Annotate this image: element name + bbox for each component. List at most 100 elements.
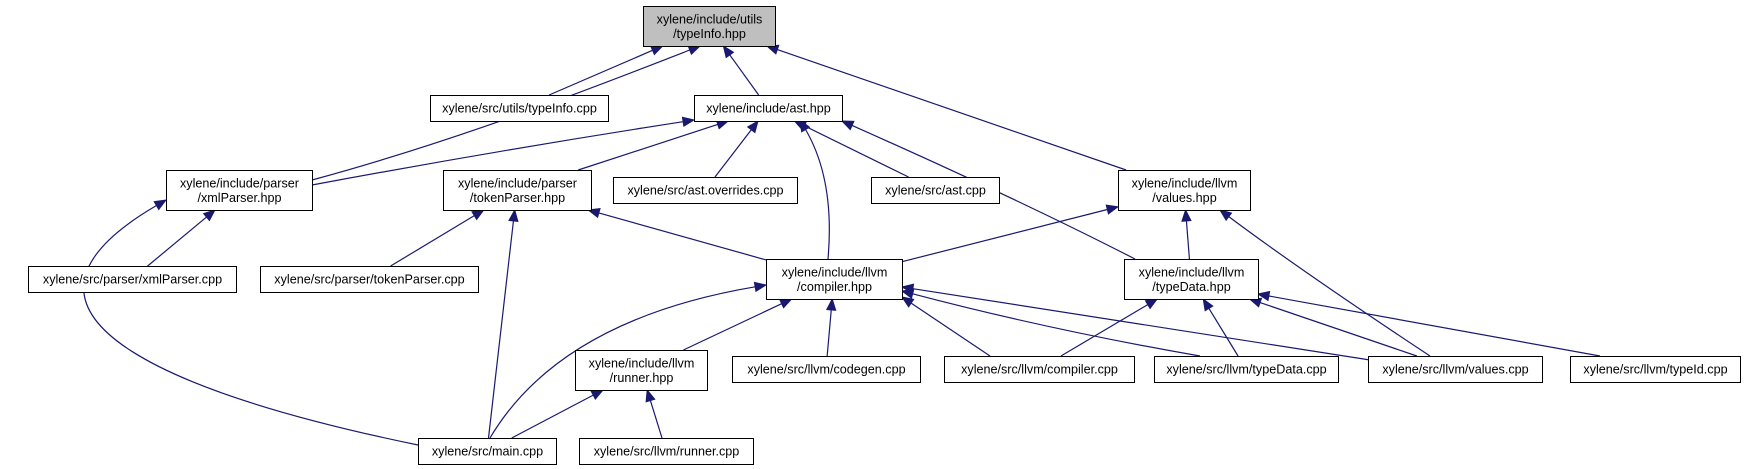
edge-xmlparser_cpp-to-xmlparser_hpp bbox=[147, 209, 216, 267]
node-ast-hpp[interactable]: xylene/include/ast.hpp bbox=[694, 95, 843, 122]
node-label-line: xylene/include/utils bbox=[657, 12, 763, 26]
node-box[interactable] bbox=[575, 350, 708, 391]
node-label-line: xylene/include/llvm bbox=[782, 265, 888, 279]
node-typeid-cpp[interactable]: xylene/src/llvm/typeId.cpp bbox=[1570, 356, 1741, 383]
arrowhead bbox=[508, 208, 519, 223]
edge-line bbox=[826, 309, 832, 357]
edge-line bbox=[714, 129, 752, 178]
node-box[interactable] bbox=[430, 95, 609, 122]
node-typedata-cpp[interactable]: xylene/src/llvm/typeData.cpp bbox=[1154, 356, 1339, 383]
node-main-cpp[interactable]: xylene/src/main.cpp bbox=[418, 438, 557, 465]
arrowhead bbox=[900, 296, 915, 308]
node-label-line: xylene/src/ast.cpp bbox=[885, 184, 986, 198]
node-label-line: /values.hpp bbox=[1152, 191, 1216, 205]
node-runner-cpp[interactable]: xylene/src/llvm/runner.cpp bbox=[579, 438, 754, 465]
node-label-line: /typeInfo.hpp bbox=[673, 27, 746, 41]
node-box[interactable] bbox=[166, 170, 313, 211]
edge-line bbox=[777, 49, 1127, 171]
node-label-line: xylene/src/llvm/compiler.cpp bbox=[961, 363, 1118, 377]
node-values-cpp[interactable]: xylene/src/llvm/values.cpp bbox=[1368, 356, 1543, 383]
edge-codegen_cpp-to-compiler_hpp bbox=[825, 297, 837, 357]
arrowhead bbox=[825, 297, 837, 311]
node-ast-overrides-cpp[interactable]: xylene/src/ast.overrides.cpp bbox=[613, 177, 798, 204]
node-codegen-cpp[interactable]: xylene/src/llvm/codegen.cpp bbox=[732, 356, 921, 383]
edge-tokenparser_hpp-to-ast_hpp bbox=[578, 119, 730, 171]
node-label-line: xylene/src/parser/tokenParser.cpp bbox=[274, 273, 464, 287]
edge-line bbox=[489, 286, 756, 439]
edge-ast_hpp-to-typeinfo_hpp bbox=[722, 44, 760, 96]
node-label-line: xylene/src/llvm/runner.cpp bbox=[594, 445, 740, 459]
edge-layer bbox=[83, 44, 1601, 446]
edge-line bbox=[311, 121, 684, 186]
arrowhead bbox=[722, 44, 735, 59]
edge-ast_overrides_cpp-to-ast_hpp bbox=[714, 119, 759, 178]
node-box[interactable] bbox=[579, 438, 754, 465]
node-box[interactable] bbox=[766, 259, 903, 300]
arrowhead bbox=[753, 281, 768, 293]
edge-main_cpp-to-runner_hpp bbox=[511, 389, 605, 439]
edge-line bbox=[487, 220, 515, 439]
edge-line bbox=[390, 215, 475, 267]
node-label-line: xylene/include/parser bbox=[458, 176, 577, 190]
node-ast-cpp[interactable]: xylene/src/ast.cpp bbox=[871, 177, 1000, 204]
node-label-line: xylene/src/main.cpp bbox=[432, 445, 543, 459]
node-box[interactable] bbox=[260, 266, 479, 293]
node-box[interactable] bbox=[871, 177, 1000, 204]
node-box[interactable] bbox=[732, 356, 921, 383]
node-compiler-cpp[interactable]: xylene/src/llvm/compiler.cpp bbox=[944, 356, 1135, 383]
node-xmlparser-hpp[interactable]: xylene/include/parser/xmlParser.hpp bbox=[166, 170, 313, 211]
edge-line bbox=[912, 293, 1201, 357]
node-tokenparser-hpp[interactable]: xylene/include/parser/tokenParser.hpp bbox=[443, 170, 592, 211]
node-box[interactable] bbox=[418, 438, 557, 465]
edge-compiler_cpp-to-typedata_hpp bbox=[1060, 298, 1159, 357]
edge-ast_cpp-to-ast_hpp bbox=[793, 120, 909, 178]
edge-tokenparser_cpp-to-tokenparser_hpp bbox=[390, 209, 485, 267]
node-typeinfo-hpp[interactable]: xylene/include/utils/typeInfo.hpp bbox=[643, 6, 776, 47]
node-runner-hpp[interactable]: xylene/include/llvm/runner.hpp bbox=[575, 350, 708, 391]
node-box[interactable] bbox=[1368, 356, 1543, 383]
node-compiler-hpp[interactable]: xylene/include/llvm/compiler.hpp bbox=[766, 259, 903, 300]
node-label-line: xylene/src/llvm/values.cpp bbox=[1382, 363, 1528, 377]
node-box[interactable] bbox=[28, 266, 237, 293]
edge-line bbox=[729, 54, 760, 96]
node-values-hpp[interactable]: xylene/include/llvm/values.hpp bbox=[1118, 170, 1251, 211]
node-box[interactable] bbox=[1118, 170, 1251, 211]
arrowhead bbox=[471, 209, 485, 221]
node-box[interactable] bbox=[643, 6, 776, 47]
edge-main_cpp-to-xmlparser_hpp bbox=[83, 199, 419, 446]
node-box[interactable] bbox=[944, 356, 1135, 383]
node-box[interactable] bbox=[1124, 259, 1259, 300]
node-label-line: /compiler.hpp bbox=[797, 280, 872, 294]
arrowhead bbox=[840, 120, 855, 131]
edge-compiler_hpp-to-values_hpp bbox=[901, 204, 1120, 263]
edge-line bbox=[598, 212, 767, 261]
arrowhead bbox=[687, 45, 702, 56]
arrowhead bbox=[746, 119, 759, 134]
node-label-line: xylene/src/llvm/typeId.cpp bbox=[1583, 363, 1727, 377]
node-box[interactable] bbox=[443, 170, 592, 211]
edge-main_cpp-to-compiler_hpp bbox=[489, 281, 768, 439]
edge-line bbox=[1185, 220, 1191, 260]
node-label-line: xylene/src/ast.overrides.cpp bbox=[627, 184, 783, 198]
node-label-line: xylene/src/utils/typeInfo.cpp bbox=[442, 102, 597, 116]
edge-main_cpp-to-tokenparser_hpp bbox=[487, 208, 519, 439]
node-tokenparser-cpp[interactable]: xylene/src/parser/tokenParser.cpp bbox=[260, 266, 479, 293]
node-xmlparser-cpp[interactable]: xylene/src/parser/xmlParser.cpp bbox=[28, 266, 237, 293]
node-label-line: /xmlParser.hpp bbox=[198, 191, 282, 205]
edge-line bbox=[83, 205, 419, 446]
node-typeinfo-cpp[interactable]: xylene/src/utils/typeInfo.cpp bbox=[430, 95, 609, 122]
edge-typedata_hpp-to-ast_hpp bbox=[840, 120, 1136, 260]
edge-line bbox=[912, 288, 1371, 361]
node-box[interactable] bbox=[1570, 356, 1741, 383]
node-label-line: xylene/include/llvm bbox=[1139, 265, 1245, 279]
node-box[interactable] bbox=[1154, 356, 1339, 383]
arrowhead bbox=[1144, 298, 1159, 310]
edge-line bbox=[548, 49, 653, 96]
arrowhead bbox=[1256, 290, 1271, 302]
node-typedata-hpp[interactable]: xylene/include/llvm/typeData.hpp bbox=[1124, 259, 1259, 300]
edge-line bbox=[1060, 304, 1149, 357]
arrowhead bbox=[1105, 204, 1120, 215]
node-box[interactable] bbox=[613, 177, 798, 204]
node-box[interactable] bbox=[694, 95, 843, 122]
